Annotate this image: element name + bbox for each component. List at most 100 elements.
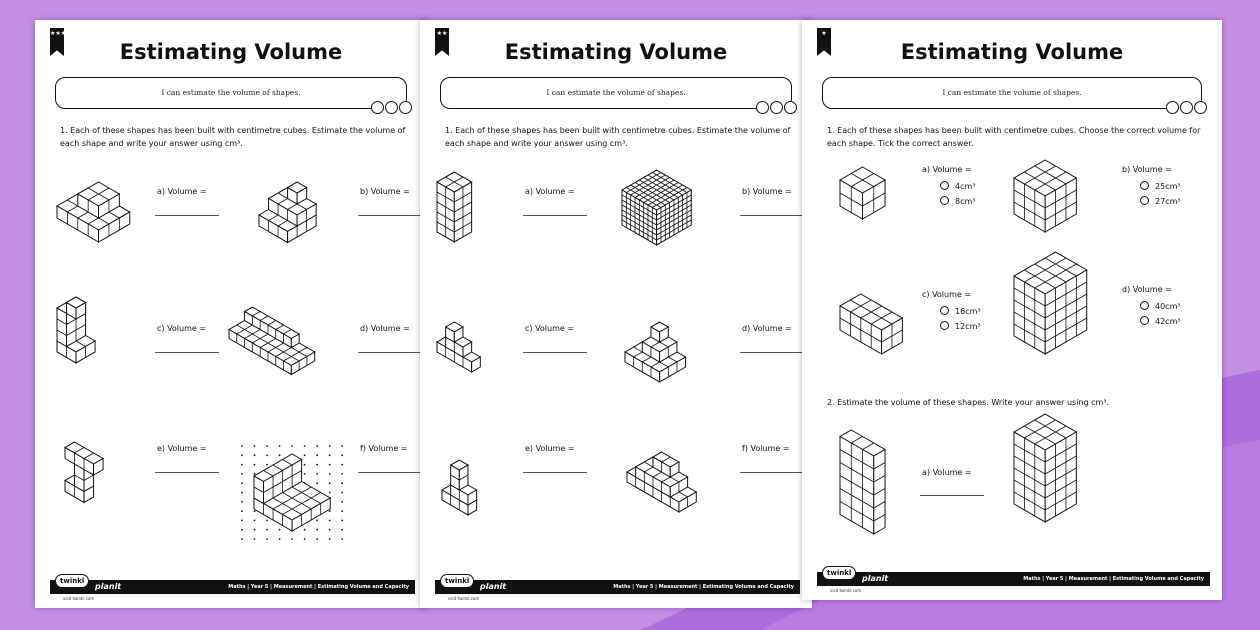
self-assessment-circles (371, 101, 412, 114)
option-label: 42cm³ (1155, 317, 1181, 326)
answer-line[interactable] (740, 352, 804, 353)
option-label: 27cm³ (1155, 197, 1181, 206)
answer-option[interactable]: 27cm³ (1140, 196, 1181, 206)
answer-option[interactable]: 8cm³ (940, 196, 976, 206)
cube-shape (55, 295, 97, 369)
worksheet-page: ★★★ Estimating Volume I can estimate the v… (35, 20, 427, 608)
page-footer: twinkl planit Maths | Year 5 | Measurement… (50, 574, 415, 594)
self-assessment-circles (756, 101, 797, 114)
volume-label: a) Volume = (525, 187, 575, 196)
footer-url: visit twinkl.com (448, 596, 480, 601)
answer-line[interactable] (523, 352, 587, 353)
cube-shape (55, 180, 132, 248)
answer-line[interactable] (740, 215, 804, 216)
page-title: Estimating Volume (504, 40, 728, 64)
volume-label: a) Volume = (922, 165, 972, 174)
learning-objective-box: I can estimate the volume of shapes. (440, 77, 797, 114)
assessment-circle (784, 101, 797, 114)
radio-circle-icon (940, 196, 949, 205)
question-text: 1. Each of these shapes has been built w… (60, 126, 406, 148)
question-text: 1. Each of these shapes has been built w… (827, 126, 1201, 148)
volume-label: d) Volume = (360, 324, 410, 333)
footer-url: visit twinkl.com (63, 596, 95, 601)
volume-label: a) Volume = (157, 187, 207, 196)
page-title: Estimating Volume (900, 40, 1124, 64)
answer-line[interactable] (155, 352, 219, 353)
cube-shape (240, 440, 344, 549)
assessment-circle (770, 101, 783, 114)
learning-objective-text: I can estimate the volume of shapes. (161, 88, 301, 97)
answer-option[interactable]: 12cm³ (940, 321, 981, 331)
cube-shape (1012, 412, 1078, 528)
cube-shape (623, 320, 688, 388)
option-label: 16cm³ (955, 307, 981, 316)
radio-circle-icon (1140, 301, 1149, 310)
volume-label: c) Volume = (157, 324, 207, 333)
cube-shape (838, 428, 887, 540)
radio-circle-icon (1140, 181, 1149, 190)
self-assessment-circles (1166, 101, 1207, 114)
volume-label: b) Volume = (360, 187, 410, 196)
worksheet-page: ★★ Estimating Volume I can estimate the vo… (420, 20, 812, 608)
assessment-circle (399, 101, 412, 114)
answer-option[interactable]: 16cm³ (940, 306, 981, 316)
cube-shape (435, 320, 482, 378)
radio-circle-icon (940, 181, 949, 190)
answer-line[interactable] (523, 472, 587, 473)
difficulty-stars-badge: ★★ (435, 28, 449, 56)
footer-twinkl-logo: twinkl (55, 574, 90, 588)
radio-circle-icon (940, 306, 949, 315)
assessment-circle (371, 101, 384, 114)
volume-label: c) Volume = (525, 324, 575, 333)
footer-brand: planit (95, 582, 122, 591)
worksheet-page: ★ Estimating Volume I can estimate the vol… (802, 20, 1222, 600)
answer-line[interactable] (740, 472, 804, 473)
volume-label: e) Volume = (157, 444, 207, 453)
radio-circle-icon (1140, 316, 1149, 325)
cube-shape (1012, 250, 1089, 360)
option-label: 8cm³ (955, 197, 976, 206)
answer-line[interactable] (920, 495, 984, 496)
volume-label: a) Volume = (922, 468, 972, 477)
question-text: 2. Estimate the volume of these shapes. … (827, 398, 1110, 407)
learning-objective-box: I can estimate the volume of shapes. (55, 77, 412, 114)
learning-objective-box: I can estimate the volume of shapes. (822, 77, 1207, 114)
question-text: 1. Each of these shapes has been built w… (445, 126, 791, 148)
page-title: Estimating Volume (119, 40, 343, 64)
cube-shape (838, 292, 904, 360)
page-footer: twinkl planit Maths | Year 5 | Measurement… (817, 566, 1210, 586)
answer-line[interactable] (155, 472, 219, 473)
volume-label: b) Volume = (1122, 165, 1172, 174)
radio-circle-icon (1140, 196, 1149, 205)
cube-shape (620, 168, 693, 251)
answer-option[interactable]: 25cm³ (1140, 181, 1181, 191)
footer-subject: Maths | Year 5 | Measurement | Estimatin… (228, 584, 409, 590)
assessment-circle (1194, 101, 1207, 114)
answer-line[interactable] (523, 215, 587, 216)
footer-brand: planit (862, 574, 889, 583)
cube-shape (440, 458, 479, 521)
cube-shape (1012, 158, 1078, 238)
assessment-circle (1166, 101, 1179, 114)
footer-url: visit twinkl.com (830, 588, 862, 593)
learning-objective-text: I can estimate the volume of shapes. (546, 88, 686, 97)
difficulty-stars-badge: ★ (817, 28, 831, 56)
answer-line[interactable] (358, 215, 422, 216)
footer-brand: planit (480, 582, 507, 591)
cube-shape (435, 170, 474, 248)
volume-label: b) Volume = (742, 187, 792, 196)
option-label: 4cm³ (955, 182, 976, 191)
answer-option[interactable]: 4cm³ (940, 181, 976, 191)
volume-label: d) Volume = (1122, 285, 1172, 294)
footer-twinkl-logo: twinkl (822, 566, 857, 580)
difficulty-stars-badge: ★★★ (50, 28, 64, 56)
assessment-circle (756, 101, 769, 114)
answer-line[interactable] (358, 472, 422, 473)
answer-line[interactable] (358, 352, 422, 353)
answer-option[interactable]: 42cm³ (1140, 316, 1181, 326)
answer-line[interactable] (155, 215, 219, 216)
footer-subject: Maths | Year 5 | Measurement | Estimatin… (1023, 576, 1204, 582)
option-label: 40cm³ (1155, 302, 1181, 311)
answer-option[interactable]: 40cm³ (1140, 301, 1181, 311)
volume-label: e) Volume = (525, 444, 575, 453)
